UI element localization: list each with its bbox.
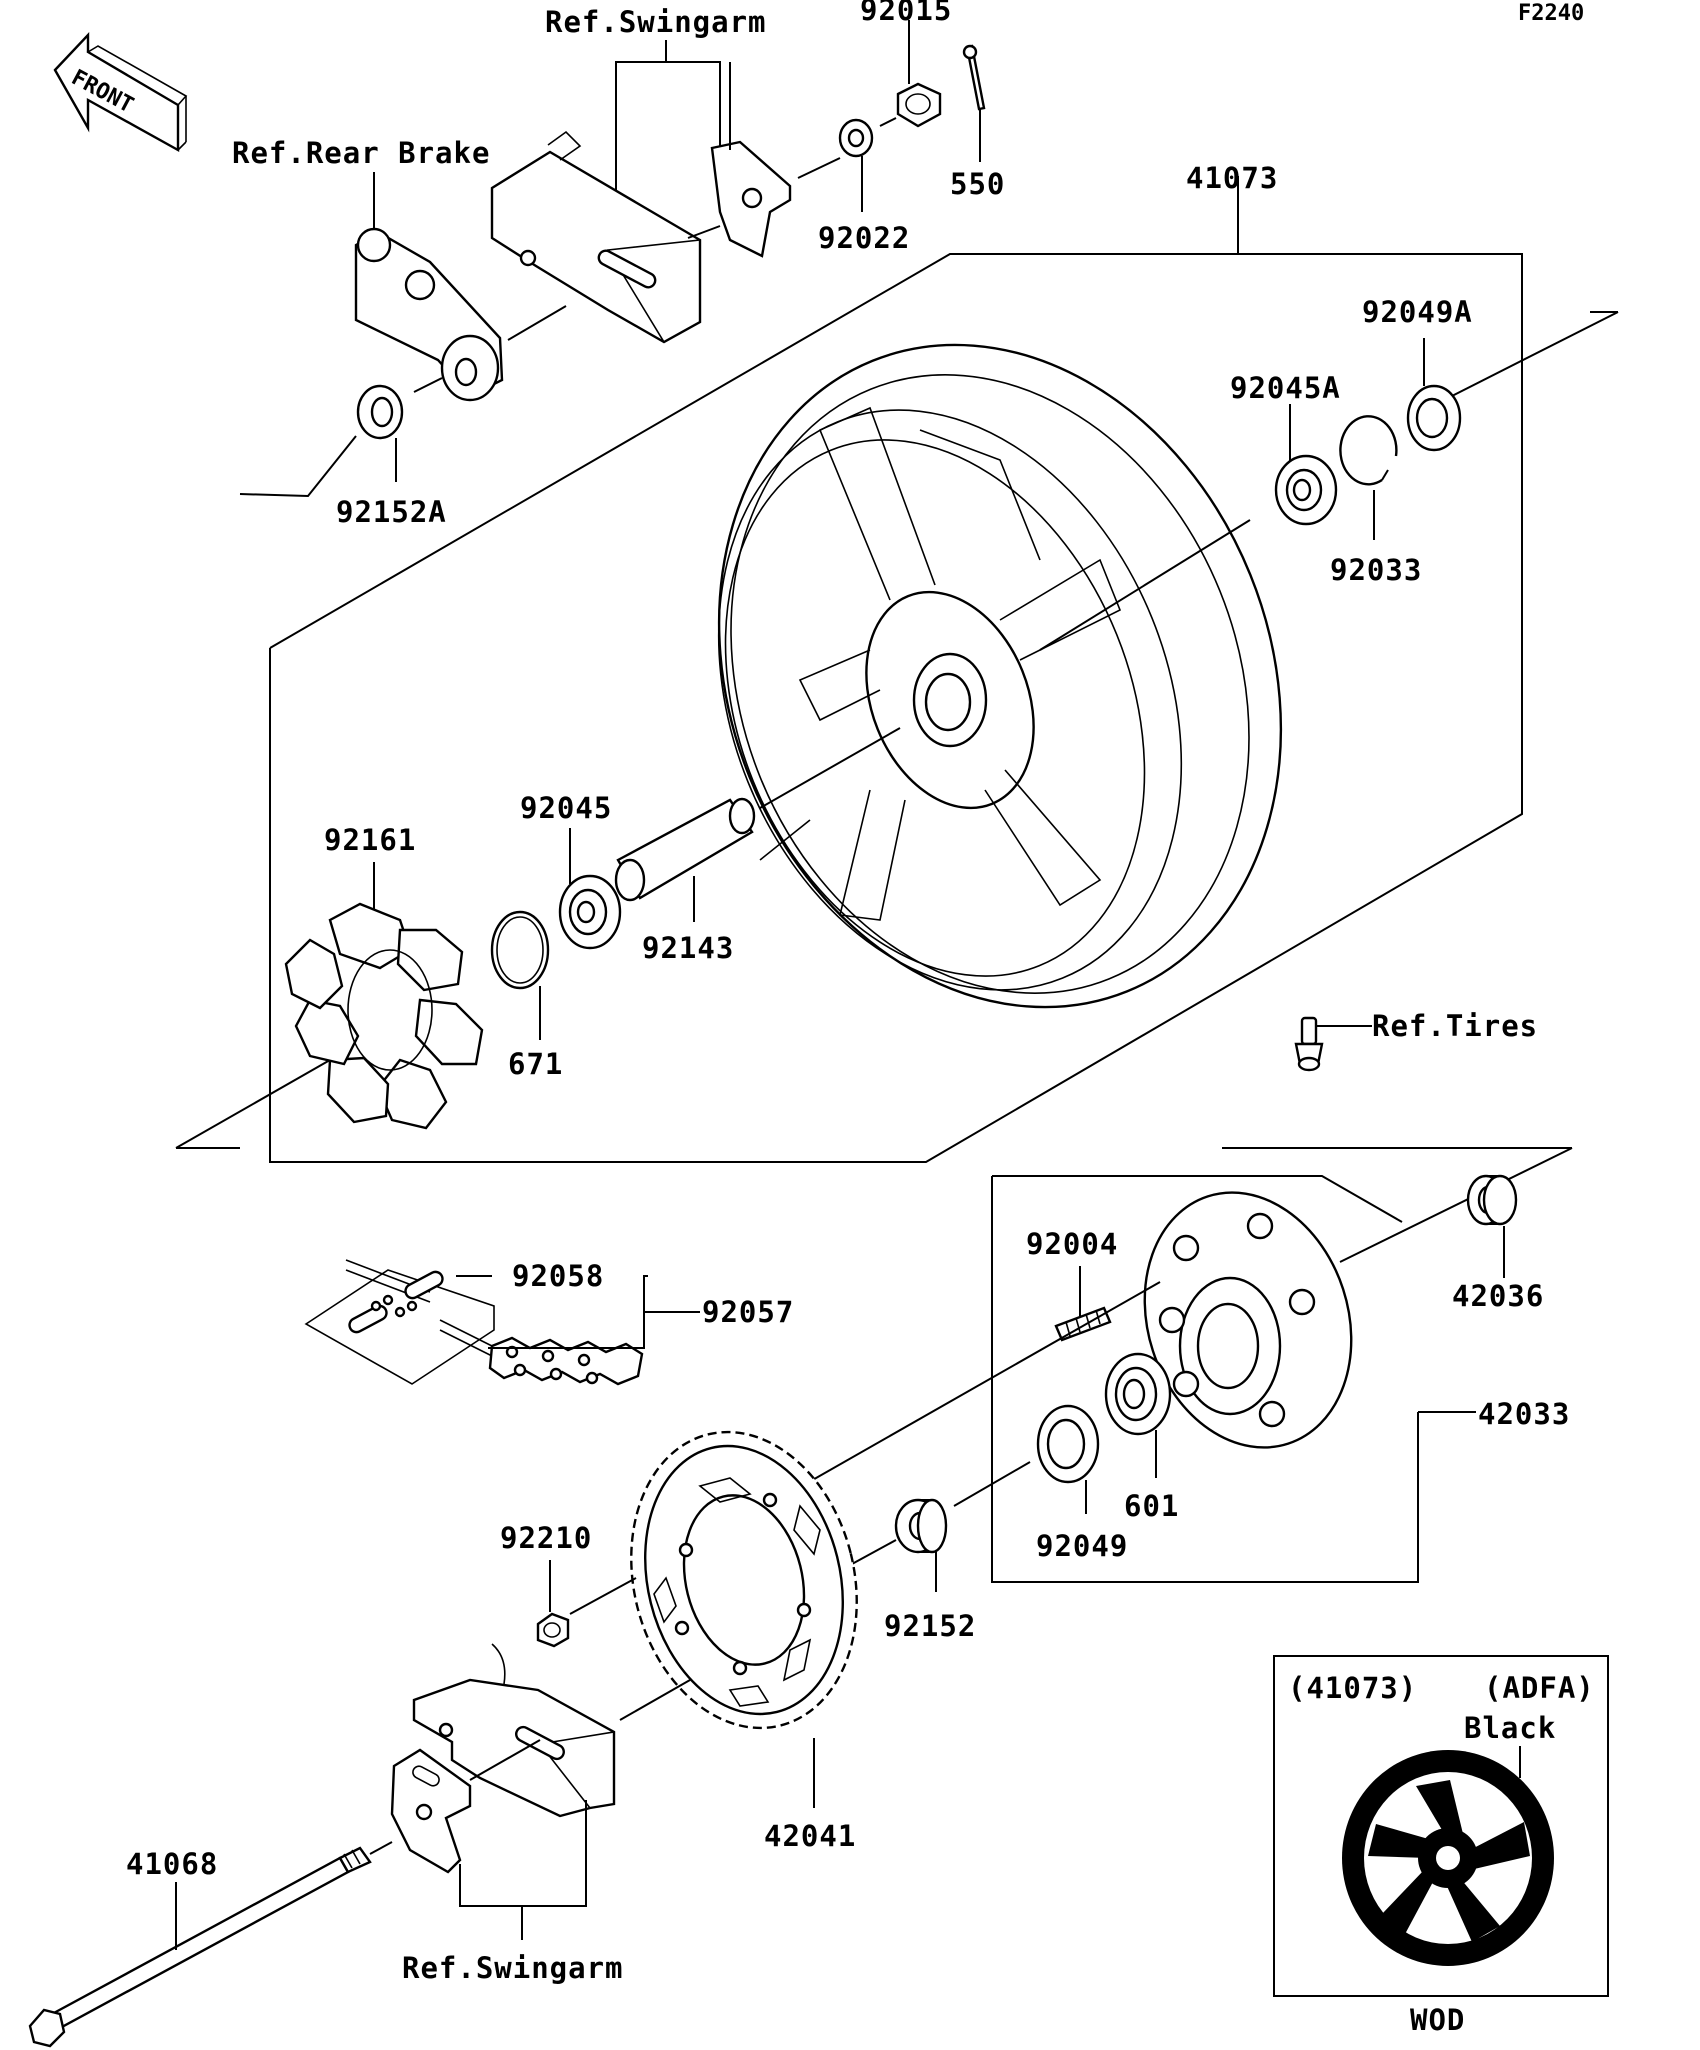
hub-damper-92161 [284, 902, 484, 1130]
label-92161: 92161 [324, 823, 416, 857]
ref-swingarm-bottom-label: Ref.Swingarm [402, 1951, 624, 1985]
label-92057: 92057 [702, 1295, 794, 1329]
label-42041: 42041 [764, 1819, 856, 1853]
black-wheel-icon [1342, 1750, 1554, 1966]
label-92045A: 92045A [1230, 371, 1341, 405]
label-41068: 41068 [126, 1847, 218, 1881]
spacer-92143 [614, 797, 756, 902]
wheel-assembly-frame [175, 253, 1523, 1163]
swingarm-end-bottom [412, 1643, 691, 1818]
bearing-92045 [558, 874, 622, 950]
o-ring-671 [490, 910, 550, 990]
label-92210: 92210 [500, 1521, 592, 1555]
bearing-601 [1104, 1352, 1172, 1436]
ref-swingarm-top-label: Ref.Swingarm [545, 5, 767, 39]
collar-42036 [1466, 1174, 1518, 1226]
label-550: 550 [950, 167, 1005, 201]
label-92152: 92152 [884, 1609, 976, 1643]
chain-adjuster-top [710, 140, 792, 258]
oil-seal-92049a [1406, 384, 1462, 452]
variant-code: (ADFA) [1484, 1671, 1595, 1705]
oil-seal-92049 [1036, 1404, 1100, 1484]
wheel-variant-box: (41073) (ADFA) Black WOD [1273, 1655, 1609, 2037]
label-92152A: 92152A [336, 495, 447, 529]
circlip-92033 [1339, 415, 1398, 486]
front-arrow-icon: FRONT [53, 31, 188, 153]
label-92058: 92058 [512, 1259, 604, 1293]
variant-part-ref: (41073) [1288, 1671, 1417, 1705]
label-92033: 92033 [1330, 553, 1422, 587]
rear-brake-bracket [354, 227, 504, 402]
rear-axle-41068 [28, 1846, 372, 2048]
chain-joint-92058 [304, 1259, 495, 1385]
label-92143: 92143 [642, 931, 734, 965]
label-92049: 92049 [1036, 1529, 1128, 1563]
label-601: 601 [1124, 1489, 1179, 1523]
bearing-92045a [1274, 454, 1338, 526]
rear-wheel-41073 [717, 343, 1283, 1009]
stud-92004 [1054, 1306, 1112, 1342]
coupling-frame [991, 1147, 1573, 1583]
rear-sprocket-42041 [630, 1430, 858, 1730]
variant-color: Black [1464, 1711, 1556, 1745]
label-671: 671 [508, 1047, 563, 1081]
sprocket-coupling-42033 [1143, 1191, 1353, 1449]
label-92049A: 92049A [1362, 295, 1473, 329]
tire-valve-icon [1294, 1016, 1324, 1072]
nut-92210 [536, 1612, 570, 1648]
washer-92022 [838, 118, 874, 158]
label-92015: 92015 [860, 0, 952, 27]
variant-footer: WOD [1410, 2003, 1465, 2037]
label-41073: 41073 [1186, 161, 1278, 195]
nut-92015 [896, 82, 942, 128]
label-92004: 92004 [1026, 1227, 1118, 1261]
swingarm-end-top [490, 130, 702, 344]
label-92022: 92022 [818, 221, 910, 255]
ref-swingarm-top-bracket [615, 40, 721, 198]
figure-code: F2240 [1518, 1, 1584, 26]
ref-rear-brake-label: Ref.Rear Brake [232, 136, 490, 170]
label-42033: 42033 [1478, 1397, 1570, 1431]
cotter-pin-550 [962, 44, 986, 111]
chain-adjuster-bottom [390, 1748, 472, 1874]
ref-tires-label: Ref.Tires [1372, 1009, 1538, 1043]
collar-92152a [356, 384, 404, 440]
label-92045: 92045 [520, 791, 612, 825]
label-42036: 42036 [1452, 1279, 1544, 1313]
drive-chain-92057 [439, 1319, 644, 1386]
collar-92152 [894, 1498, 948, 1554]
